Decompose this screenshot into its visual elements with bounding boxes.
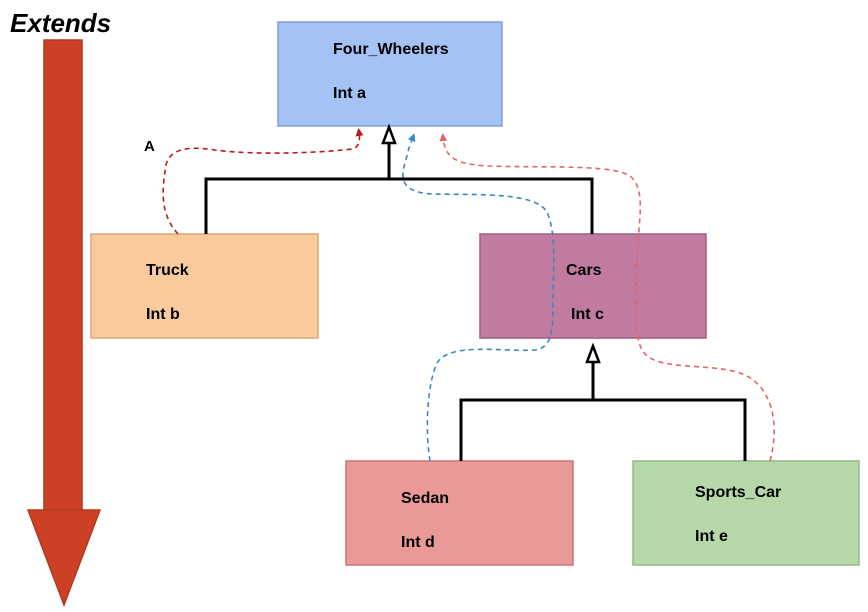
four-wheelers-box: Four_Wheelers Int a (277, 21, 503, 127)
cars-name: Cars (566, 262, 602, 279)
sports-car-box: Sports_Car Int e (632, 460, 860, 566)
sedan-box: Sedan Int d (345, 460, 574, 566)
truck-access-path (162, 128, 364, 235)
four-wheelers-field: Int a (333, 85, 366, 102)
truck-field: Int b (146, 306, 180, 323)
truck-name: Truck (146, 262, 189, 279)
sedan-name: Sedan (401, 490, 449, 507)
inheritance-connector-bottom (459, 361, 747, 461)
sedan-field: Int d (401, 534, 435, 551)
cars-box: Cars Int c (479, 233, 707, 339)
truck-box: Truck Int b (90, 233, 319, 339)
sedan-access-path (402, 133, 555, 462)
four-wheelers-name: Four_Wheelers (333, 41, 449, 58)
extends-title: Extends (10, 8, 111, 38)
sports-car-access-path (439, 133, 775, 462)
sports-car-name: Sports_Car (695, 484, 781, 501)
cars-field: Int c (571, 306, 604, 323)
inheritance-arrowhead-top-icon (381, 123, 397, 145)
truck-path-label: A (144, 138, 155, 155)
inheritance-arrowhead-bottom-icon (585, 342, 601, 364)
sports-car-field: Int e (695, 528, 728, 545)
extends-arrow-icon (26, 39, 102, 608)
inheritance-connector-top (204, 142, 594, 234)
